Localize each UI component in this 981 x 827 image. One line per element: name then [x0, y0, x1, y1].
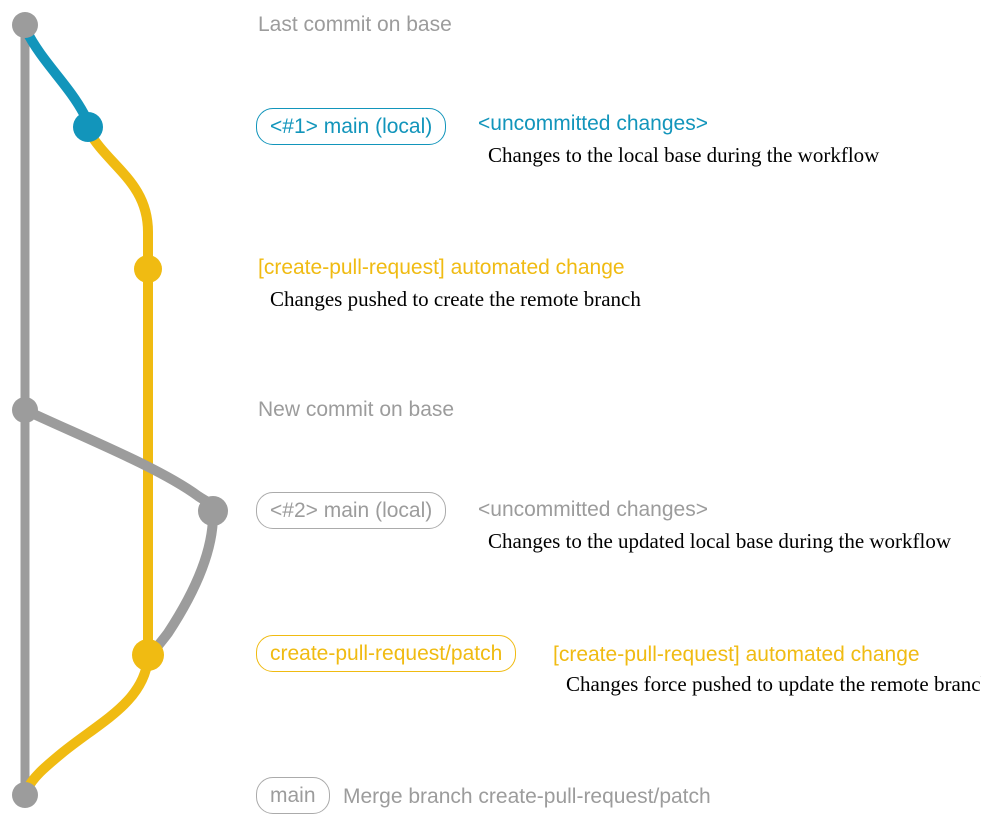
commit1-message: <uncommitted changes>: [478, 112, 708, 135]
local-commit1-edge: [21, 25, 93, 129]
commit-dot-patch-2: [132, 639, 164, 671]
push2-message: [create-pull-request] automated change: [553, 643, 920, 666]
commit-dot-merge: [12, 782, 38, 808]
commit2-message: <uncommitted changes>: [478, 498, 708, 521]
note-new-commit-on-base: New commit on base: [258, 398, 455, 421]
push2-description: Changes force pushed to update the remot…: [566, 672, 981, 696]
patch-merge-edge: [22, 653, 153, 795]
merge-message: Merge branch create-pull-request/patch: [343, 785, 711, 808]
rebase-edge: [145, 510, 218, 662]
badge-main-local-1: <#1> main (local): [256, 108, 447, 145]
push1-message: [create-pull-request] automated change: [258, 256, 625, 279]
push1-description: Changes pushed to create the remote bran…: [270, 287, 641, 311]
commit-dot-local-2: [198, 496, 228, 526]
local-commit2-edge: [20, 405, 218, 517]
badge-main-local-2: <#2> main (local): [256, 492, 447, 529]
commit-dot-local-1: [73, 112, 103, 142]
commit1-description: Changes to the local base during the wor…: [488, 143, 880, 167]
commit-dot-last-base: [12, 12, 38, 38]
commit-dot-patch-1: [134, 255, 162, 283]
badge-main: main: [256, 777, 330, 814]
git-graph: [12, 12, 228, 808]
note-last-commit-on-base: Last commit on base: [258, 13, 452, 36]
badge-create-pull-request-patch: create-pull-request/patch: [256, 635, 517, 672]
patch-branch-line: [83, 125, 153, 660]
commit2-description: Changes to the updated local base during…: [488, 529, 952, 553]
commit-dot-new-base: [12, 397, 38, 423]
